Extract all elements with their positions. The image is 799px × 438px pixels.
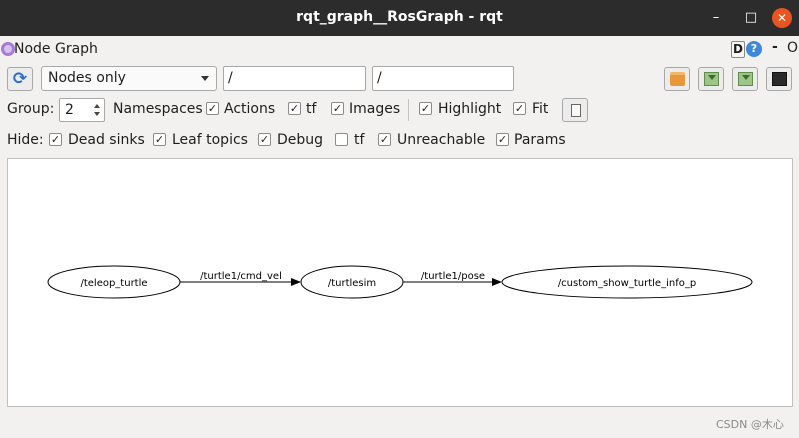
maximize-icon[interactable]: □: [744, 10, 758, 25]
graph-mode-value: Nodes only: [48, 70, 126, 86]
window-title: rqt_graph__RosGraph - rqt: [296, 9, 503, 25]
debug-label: Debug: [277, 132, 324, 148]
float-plugin-button[interactable]: O: [787, 40, 799, 56]
dead-sinks-checkbox[interactable]: ✓: [49, 133, 62, 146]
images-checkbox[interactable]: ✓: [331, 102, 344, 115]
fit-in-view-button[interactable]: [562, 98, 588, 122]
graph-node-label: /teleop_turtle: [80, 278, 147, 289]
fit-label: Fit: [532, 101, 549, 117]
images-label: Images: [349, 101, 401, 117]
tf-label: tf: [306, 101, 317, 117]
highlight-label: Highlight: [438, 101, 502, 117]
save-image-button[interactable]: [766, 67, 792, 91]
hide-tf-checkbox[interactable]: [335, 133, 348, 146]
group-label: Group:: [7, 101, 55, 117]
leaf-topics-checkbox[interactable]: ✓: [153, 133, 166, 146]
graph-options-row: Group: 2 Namespaces ✓ Actions ✓ tf ✓ Ima…: [0, 97, 799, 123]
namespaces-checkbox[interactable]: ✓: [206, 102, 219, 115]
minimize-icon[interactable]: –: [712, 10, 720, 25]
graph-node[interactable]: [300, 265, 404, 299]
topic-filter-input[interactable]: /: [372, 66, 514, 91]
unreachable-label: Unreachable: [397, 132, 486, 148]
graph-edge-label: /turtle1/cmd_vel: [200, 271, 282, 282]
node-filter-input[interactable]: /: [223, 66, 366, 91]
save-svg-button[interactable]: [732, 67, 758, 91]
graph-node-label: /turtlesim: [328, 278, 376, 289]
refresh-button[interactable]: ⟳: [7, 67, 33, 91]
graph-toolbar: ⟳ Nodes only / /: [0, 65, 799, 93]
screenshot-icon: [772, 72, 787, 86]
minimize-plugin-button[interactable]: -: [772, 39, 778, 55]
actions-label: Actions: [224, 101, 276, 117]
params-label: Params: [514, 132, 566, 148]
rqt-logo-icon: [1, 42, 15, 56]
close-icon[interactable]: ✕: [772, 8, 792, 28]
hide-label: Hide:: [7, 132, 44, 148]
watermark: CSDN @木心: [716, 418, 784, 431]
namespaces-label: Namespaces: [113, 101, 203, 117]
params-checkbox[interactable]: ✓: [496, 133, 509, 146]
group-value: 2: [65, 102, 74, 118]
unreachable-checkbox[interactable]: ✓: [378, 133, 391, 146]
spin-down-icon[interactable]: [94, 112, 100, 116]
dock-d-button[interactable]: D: [731, 41, 745, 58]
graph-mode-select[interactable]: Nodes only: [41, 66, 217, 91]
plugin-header: Node Graph D ? - O: [0, 38, 799, 62]
save-dot-button[interactable]: [698, 67, 724, 91]
dead-sinks-label: Dead sinks: [68, 132, 145, 148]
help-icon[interactable]: ?: [746, 41, 762, 57]
hide-tf-label: tf: [354, 132, 365, 148]
plugin-title: Node Graph: [14, 41, 98, 57]
load-dot-button[interactable]: [664, 67, 690, 91]
leaf-topics-label: Leaf topics: [172, 132, 248, 148]
folder-open-icon: [670, 72, 685, 86]
options-divider: [408, 99, 409, 121]
save-dot-icon: [704, 72, 719, 86]
graph-node[interactable]: [47, 265, 181, 299]
graph-node-label: /custom_show_turtle_info_p: [558, 278, 696, 289]
actions-checkbox[interactable]: ✓: [288, 102, 301, 115]
spin-up-icon[interactable]: [94, 104, 100, 108]
window-titlebar[interactable]: rqt_graph__RosGraph - rqt – □ ✕: [0, 0, 799, 36]
graph-svg: /teleop_turtle /turtlesim /custom_show_t…: [47, 265, 753, 299]
hide-options-row: Hide: ✓ Dead sinks ✓ Leaf topics ✓ Debug…: [0, 128, 799, 154]
graph-node[interactable]: [501, 265, 753, 299]
debug-checkbox[interactable]: ✓: [258, 133, 271, 146]
graph-edge-label: /turtle1/pose: [421, 271, 485, 282]
graph-canvas[interactable]: /teleop_turtle /turtlesim /custom_show_t…: [7, 158, 793, 407]
save-svg-icon: [738, 72, 753, 86]
highlight-checkbox[interactable]: ✓: [419, 102, 432, 115]
group-spinbox[interactable]: 2: [59, 98, 105, 122]
fit-checkbox[interactable]: ✓: [513, 102, 526, 115]
chevron-down-icon: [201, 76, 209, 81]
